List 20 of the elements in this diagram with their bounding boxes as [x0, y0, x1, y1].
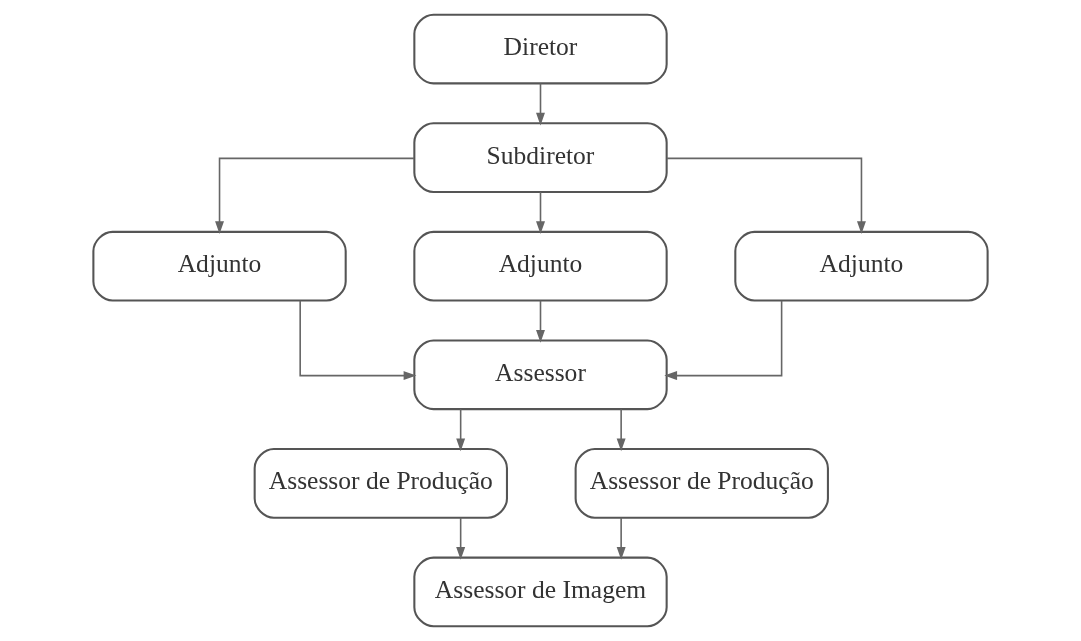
node-box: Adjunto — [734, 230, 989, 302]
arrow — [664, 300, 783, 381]
arrow — [299, 300, 417, 381]
arrow — [666, 157, 866, 234]
node-box: Assessor de Produção — [574, 448, 829, 519]
arrow — [215, 157, 415, 234]
node-box: Subdiretor — [413, 122, 668, 193]
arrow — [536, 191, 545, 235]
arrow — [616, 408, 626, 452]
arrow — [456, 516, 466, 560]
node-box: Assessor de Produção — [253, 448, 508, 519]
node-box: Adjunto — [413, 230, 668, 302]
node-box: Assessor — [413, 339, 668, 411]
arrow — [536, 82, 545, 126]
arrow — [456, 408, 466, 452]
node-box: Adjunto — [92, 230, 347, 302]
node-box: Diretor — [413, 13, 668, 85]
arrow — [616, 516, 626, 560]
arrow — [536, 299, 545, 343]
node-box: Assessor de Imagem — [413, 556, 668, 628]
